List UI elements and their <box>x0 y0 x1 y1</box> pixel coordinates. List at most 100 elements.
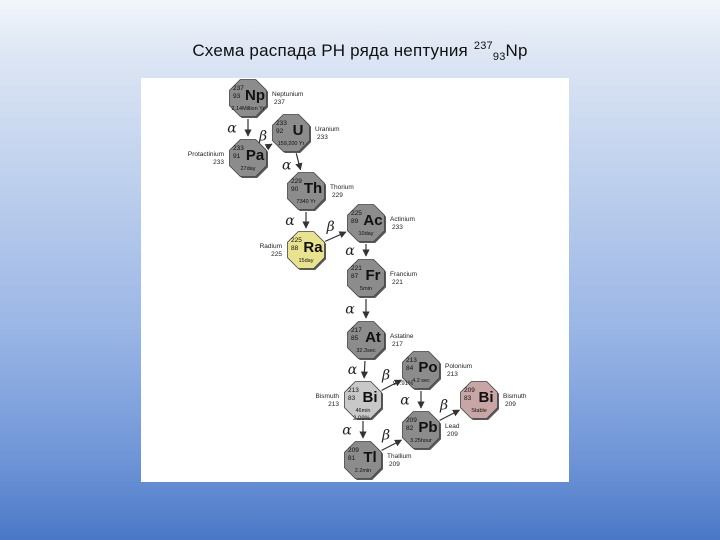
nuclide-name-mass: 233 <box>392 224 403 231</box>
decay-arrow-pb-bi2 <box>439 409 461 421</box>
decay-label-u-th: α <box>282 158 292 174</box>
nuclide-name-label: Astatine <box>390 333 414 340</box>
title-atomic-number: 93 <box>492 51 506 63</box>
decay-label-pb-bi2: β <box>439 398 448 414</box>
nuclide-atomic-number: 85 <box>351 335 359 342</box>
decay-arrow-bi1-po <box>381 379 403 391</box>
nuclide-name-mass: 213 <box>447 371 458 378</box>
decay-arrow-u-th <box>295 153 303 171</box>
slide-title: Схема распада РН ряда нептуния 23793Np <box>0 40 720 63</box>
nuclide-mass-number: 209 <box>348 447 359 454</box>
nuclide-symbol: Ac <box>363 212 382 229</box>
nuclide-name-mass: 233 <box>317 134 328 141</box>
nuclide-name-label: Bismuth <box>316 393 340 400</box>
nuclide-octagon <box>402 411 440 449</box>
nuclide-name-mass: 229 <box>332 192 343 199</box>
nuclide-half-life: 4.2 sec <box>412 378 430 384</box>
nuclide-mass-number: 209 <box>464 387 475 394</box>
nuclide-octagon <box>460 381 498 419</box>
nuclide-mass-number: 237 <box>233 85 244 92</box>
nuclide-name-label: Uranium <box>315 126 340 133</box>
nuclide-half-life: 46min <box>356 408 371 414</box>
nuclide-symbol: Pb <box>418 419 437 436</box>
nuclide-name-mass: 237 <box>274 99 285 106</box>
title-text: Схема распада РН ряда нептуния <box>192 41 468 60</box>
nuclide-name-mass: 225 <box>271 251 282 258</box>
nuclide-octagon <box>347 259 385 297</box>
nuclide-atomic-number: 91 <box>233 153 241 160</box>
nuclide-mass-number: 221 <box>351 265 362 272</box>
nuclide-symbol: Ra <box>303 239 323 256</box>
nuclide-half-life: 3.25hour <box>410 438 432 444</box>
nuclide-symbol: Pa <box>246 147 265 164</box>
nuclide-mass-number: 233 <box>276 120 287 127</box>
nuclide-half-life: 15day <box>299 258 314 264</box>
nuclide-mass-number: 225 <box>291 237 302 244</box>
branch-beta-percent: 97.91% <box>393 381 414 387</box>
nuclide-name-label: Bismuth <box>503 393 527 400</box>
decay-label-at-bi1: α <box>348 362 358 378</box>
decay-label-np-pa: α <box>227 121 237 137</box>
decay-label-ra-ac: β <box>326 219 335 235</box>
nuclide-symbol: At <box>365 329 381 346</box>
decay-label-tl-pb: β <box>381 428 390 444</box>
nuclide-name-label: Thallium <box>387 453 412 460</box>
nuclide-atomic-number: 89 <box>351 218 359 225</box>
nuclide-name-mass: 233 <box>213 159 224 166</box>
nuclide-symbol: Np <box>245 87 265 104</box>
title-element-symbol: Np <box>505 41 528 60</box>
nuclide-atomic-number: 84 <box>406 365 414 372</box>
nuclide-mass-number: 233 <box>233 145 244 152</box>
nuclide-octagon <box>402 351 440 389</box>
nuclide-mass-number: 229 <box>291 178 302 185</box>
nuclide-symbol: Bi <box>363 389 378 406</box>
decay-arrow-pa-u <box>264 143 273 151</box>
nuclide-atomic-number: 93 <box>233 93 241 100</box>
nuclide-name-mass: 209 <box>505 401 516 408</box>
title-mass-number: 237 <box>473 40 493 52</box>
decay-arrow-tl-pb <box>381 439 403 451</box>
nuclide-atomic-number: 82 <box>406 425 414 432</box>
decay-label-ac-fr: α <box>345 243 355 259</box>
nuclide-symbol: Bi <box>479 389 494 406</box>
nuclide-name-label: Protactinium <box>188 151 224 158</box>
nuclide-half-life: 159,200 Yr <box>278 141 305 147</box>
nuclide-half-life: 32.3sec <box>356 348 376 354</box>
nuclide-atomic-number: 83 <box>464 395 472 402</box>
nuclide-mass-number: 213 <box>406 357 417 364</box>
nuclide-octagon <box>347 204 385 242</box>
nuclide-symbol: Po <box>418 359 437 376</box>
nuclide-octagon <box>347 321 385 359</box>
nuclide-octagon <box>272 114 310 152</box>
decay-label-bi1-po: β <box>381 368 390 384</box>
decay-arrow-at-bi1 <box>360 360 369 379</box>
decay-label-fr-at: α <box>345 302 355 318</box>
nuclide-name-label: Polonium <box>445 363 472 370</box>
nuclide-name-label: Francium <box>390 271 417 278</box>
decay-label-pa-u: β <box>258 128 267 144</box>
nuclide-octagon <box>287 172 325 210</box>
nuclide-name-label: Thorium <box>330 184 354 191</box>
nuclide-half-life: 10day <box>359 231 374 237</box>
nuclide-octagon <box>287 231 325 269</box>
nuclide-name-label: Actinium <box>390 216 415 223</box>
nuclide-atomic-number: 92 <box>276 128 284 135</box>
nuclide-octagon <box>344 441 382 479</box>
nuclide-atomic-number: 90 <box>291 186 299 193</box>
nuclide-half-life: 2.2min <box>355 468 372 474</box>
nuclide-mass-number: 217 <box>351 327 362 334</box>
nuclide-octagon <box>229 139 267 177</box>
nuclide-symbol: U <box>293 122 304 139</box>
decay-label-bi1-tl: α <box>342 423 352 439</box>
